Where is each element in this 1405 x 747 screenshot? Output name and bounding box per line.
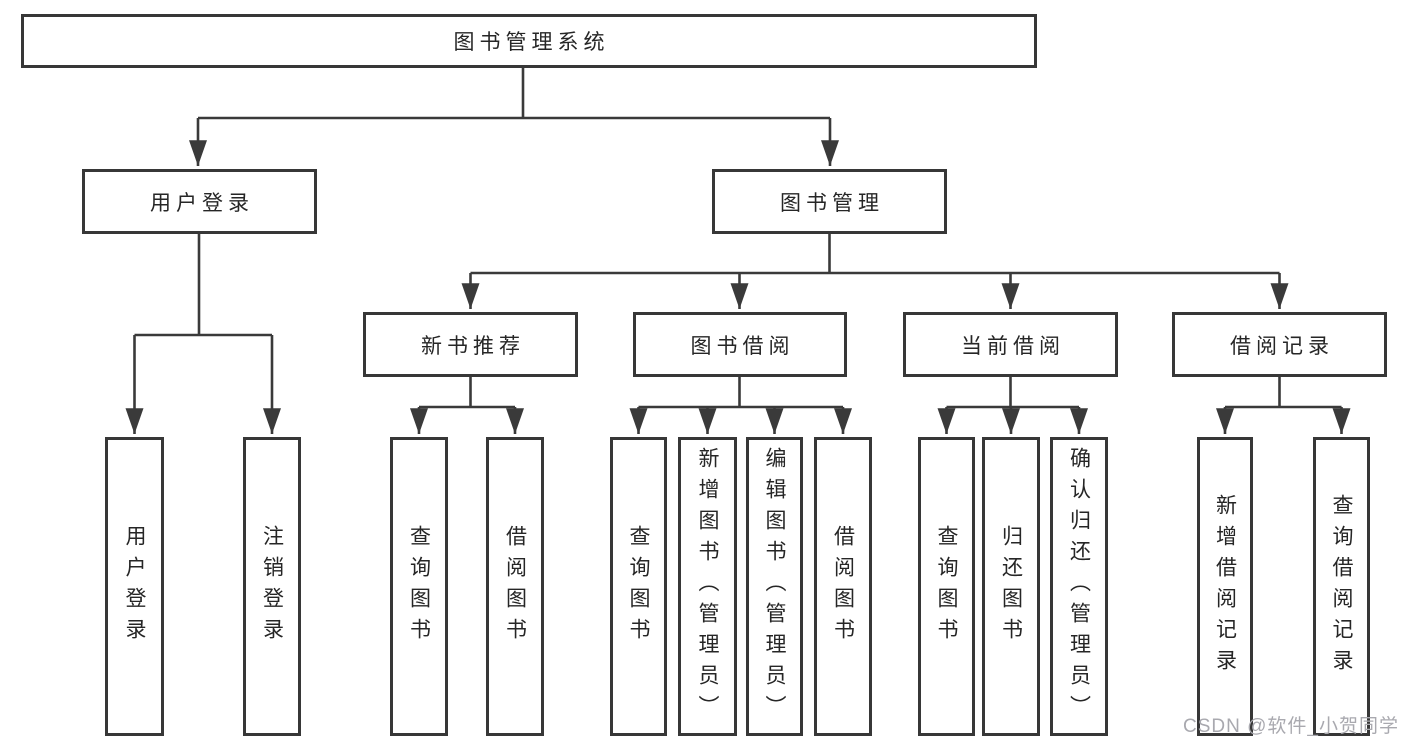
leaf-borrow-books-1-label: 借阅图书 <box>503 524 527 649</box>
leaf-confirm-return-admin-label: 确认归还（管理员） <box>1067 447 1091 726</box>
node-current-borrow-label: 当前借阅 <box>961 334 1065 358</box>
leaf-add-book-admin: 新增图书（管理员） <box>678 437 737 736</box>
leaf-logout-label: 注销登录 <box>260 524 284 649</box>
leaf-add-borrow-record-label: 新增借阅记录 <box>1213 493 1237 680</box>
leaf-query-books-2-label: 查询图书 <box>627 524 650 649</box>
leaf-query-books-3-label: 查询图书 <box>935 524 958 649</box>
leaf-add-borrow-record: 新增借阅记录 <box>1197 437 1253 736</box>
node-borrow-records-label: 借阅记录 <box>1230 334 1334 358</box>
node-new-book-recommend: 新书推荐 <box>363 312 578 377</box>
leaf-query-books-3: 查询图书 <box>918 437 975 736</box>
leaf-confirm-return-admin: 确认归还（管理员） <box>1050 437 1108 736</box>
node-user-login: 用户登录 <box>82 169 317 234</box>
node-current-borrow: 当前借阅 <box>903 312 1118 377</box>
leaf-borrow-books-2: 借阅图书 <box>814 437 872 736</box>
leaf-edit-book-admin-label: 编辑图书（管理员） <box>763 447 786 726</box>
node-root-label: 图书管理系统 <box>453 31 610 54</box>
node-book-management-label: 图书管理 <box>780 191 884 215</box>
leaf-query-books-1: 查询图书 <box>390 437 448 736</box>
leaf-add-book-admin-label: 新增图书（管理员） <box>696 447 719 726</box>
leaf-logout: 注销登录 <box>243 437 301 736</box>
leaf-edit-book-admin: 编辑图书（管理员） <box>746 437 803 736</box>
leaf-return-books-label: 归还图书 <box>999 524 1023 649</box>
leaf-query-books-1-label: 查询图书 <box>407 524 431 649</box>
node-book-borrow-label: 图书借阅 <box>690 334 795 358</box>
node-root: 图书管理系统 <box>21 14 1037 68</box>
leaf-borrow-books-1: 借阅图书 <box>486 437 544 736</box>
node-user-login-label: 用户登录 <box>150 191 254 215</box>
node-new-book-recommend-label: 新书推荐 <box>421 334 525 358</box>
leaf-query-books-2: 查询图书 <box>610 437 667 736</box>
leaf-query-borrow-record: 查询借阅记录 <box>1313 437 1370 736</box>
leaf-borrow-books-2-label: 借阅图书 <box>831 524 855 649</box>
leaf-user-login-label: 用户登录 <box>123 524 146 649</box>
leaf-query-borrow-record-label: 查询借阅记录 <box>1330 493 1353 680</box>
leaf-user-login: 用户登录 <box>105 437 164 736</box>
node-book-borrow: 图书借阅 <box>633 312 847 377</box>
leaf-return-books: 归还图书 <box>982 437 1040 736</box>
node-book-management: 图书管理 <box>712 169 947 234</box>
node-borrow-records: 借阅记录 <box>1172 312 1387 377</box>
csdn-watermark: CSDN @软件_小贺同学 <box>1183 716 1399 737</box>
